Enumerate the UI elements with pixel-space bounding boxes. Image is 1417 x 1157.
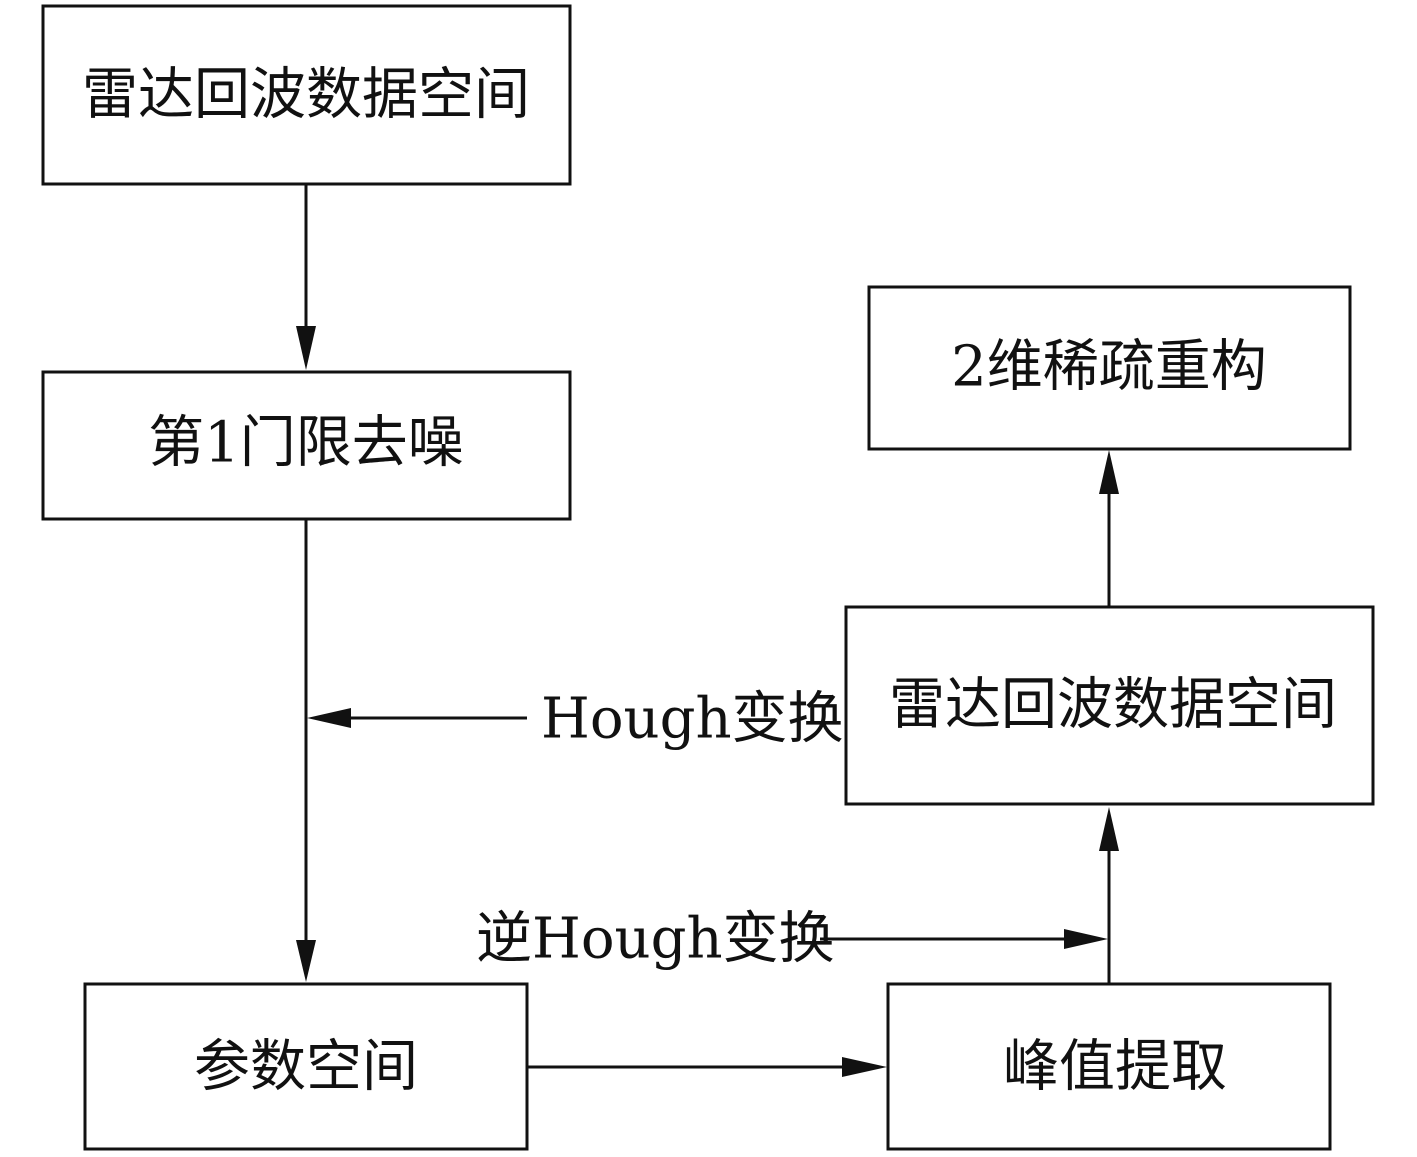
edge-label-inverse-hough-transform: 逆Hough变换: [476, 907, 835, 972]
node-label: 参数空间: [194, 1035, 418, 1100]
arrow-echo-to-denoise: [296, 184, 316, 370]
node-label: 峰值提取: [1003, 1035, 1227, 1100]
node-box: [886, 982, 1332, 1151]
arrow-denoise-to-parameter-space: [296, 519, 316, 982]
node-parameter-space: 参数空间: [83, 982, 529, 1151]
arrow-echo-space-to-sparse-reconstruction: [1099, 450, 1119, 607]
node-radar-echo-data-space-right: 雷达回波数据空间: [844, 605, 1375, 806]
node-box: [41, 370, 572, 521]
inverse-hough-transform-input: 逆Hough变换: [476, 907, 1108, 972]
hough-transform-input: Hough变换: [307, 687, 844, 752]
node-box: [867, 285, 1352, 451]
node-label: 雷达回波数据空间: [889, 673, 1337, 738]
node-label: 雷达回波数据空间: [82, 63, 530, 128]
edge-label-hough-transform: Hough变换: [541, 687, 844, 752]
node-radar-echo-data-space-top: 雷达回波数据空间: [41, 4, 572, 186]
node-peak-extraction: 峰值提取: [886, 982, 1332, 1151]
node-first-threshold-denoise: 第1门限去噪: [41, 370, 572, 521]
node-2d-sparse-reconstruction: 2维稀疏重构: [867, 285, 1352, 451]
arrow-parameter-space-to-peak-extraction: [527, 1057, 887, 1077]
arrow-peak-extraction-to-echo-space: [1099, 807, 1119, 984]
node-box: [41, 4, 572, 186]
node-label: 2维稀疏重构: [951, 335, 1267, 400]
node-box: [844, 605, 1375, 806]
node-label: 第1门限去噪: [148, 411, 464, 476]
node-box: [83, 982, 529, 1151]
